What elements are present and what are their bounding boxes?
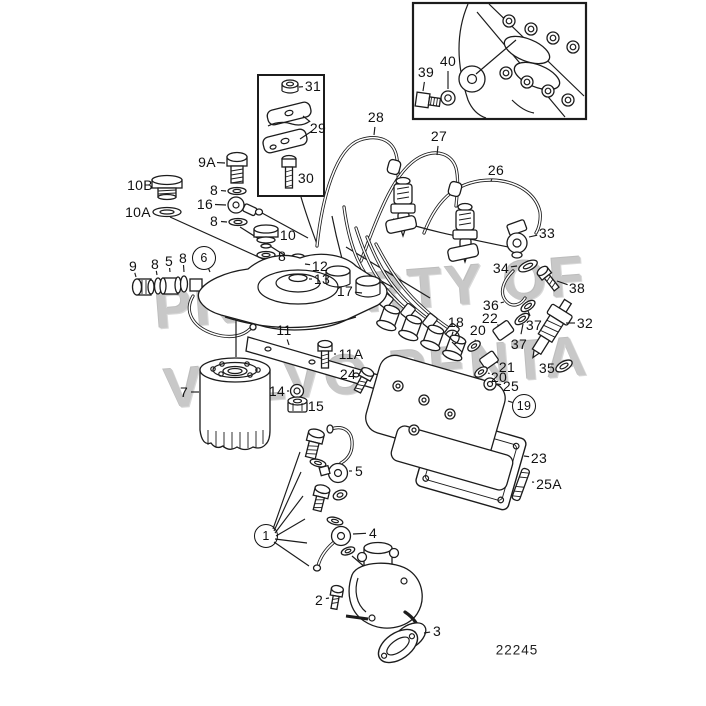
bolt-2 [329, 584, 345, 611]
leader-line-16 [214, 203, 227, 206]
bolt [312, 484, 331, 513]
washer-37 [520, 299, 536, 313]
inset-plug-39 [414, 91, 442, 109]
fitting-10 [253, 224, 279, 249]
leader-line-9 [134, 272, 137, 278]
pump-flange [390, 425, 514, 491]
gasket-3 [377, 628, 419, 664]
plug-10B [151, 174, 183, 201]
leader-line-21 [495, 361, 499, 364]
inset-washer-40 [440, 90, 456, 106]
clip-18 [445, 329, 463, 353]
leader-line-37 [527, 310, 531, 317]
fuel-feed-pump [348, 541, 427, 652]
banjo-bolt-38 [536, 265, 560, 292]
leader-line-27 [436, 145, 439, 156]
callout-1-leaders [272, 451, 310, 567]
washer [309, 458, 327, 468]
delivery-valve [398, 314, 423, 342]
washer-14 [289, 383, 305, 399]
union-22 [492, 320, 515, 341]
banjo-5 [318, 462, 349, 484]
callout-leader-lines [134, 71, 575, 634]
washer [332, 489, 348, 501]
washer-8 [228, 217, 248, 227]
feed-pump-assembly [272, 424, 427, 664]
leader-line-8 [220, 220, 228, 223]
clamp-lower-half-29 [262, 128, 308, 154]
fuel-filter-head [131, 253, 388, 357]
leader-line-8 [155, 270, 158, 276]
plug-9 [131, 278, 155, 296]
washer [326, 516, 344, 526]
leader-line-18 [451, 331, 454, 336]
stud-25A [511, 467, 531, 502]
injection-pump [365, 304, 531, 511]
clamp-nut-31 [281, 79, 299, 94]
washer-34 [518, 259, 538, 273]
leader-line-19 [507, 400, 513, 403]
drawing-number: 22245 [495, 642, 539, 658]
injector-32 [531, 298, 573, 359]
bolt-11A [317, 339, 333, 369]
fuel-delivery-pipes [300, 136, 542, 263]
leader-line-2 [325, 597, 330, 600]
leader-line-26 [490, 178, 493, 182]
leader-line-17 [354, 291, 363, 294]
washer-35 [555, 359, 573, 373]
leader-line-4 [352, 532, 367, 535]
washer-37 [514, 312, 530, 326]
pipe-clamp-detail-box [257, 74, 325, 197]
delivery-valve [442, 334, 467, 362]
washer-10A [152, 206, 182, 218]
washer-8 [227, 186, 247, 196]
banjo-union-16 [227, 196, 264, 217]
head-port-boss [355, 275, 381, 298]
leader-line-23 [523, 455, 530, 458]
spacer-5 [159, 276, 182, 295]
nut-25 [483, 377, 497, 391]
clamp-bolt-30 [281, 154, 297, 189]
leader-line-11 [286, 339, 290, 346]
leader-line-6 [208, 268, 211, 273]
head-inlet-stub [189, 278, 203, 292]
injector-return-cluster [467, 219, 573, 391]
leader-line-29 [302, 115, 311, 123]
delivery-valve [376, 304, 401, 332]
leader-line-8 [182, 264, 185, 273]
leader-line-12 [304, 263, 311, 266]
fuel-filter [199, 357, 271, 451]
leader-line-3 [423, 631, 431, 634]
leader-line-39 [422, 81, 425, 92]
leader-line-22 [497, 324, 500, 327]
banjo-bolt [304, 428, 325, 460]
head-port-boss [325, 265, 351, 288]
banjo-bolt-9A [226, 151, 248, 184]
washer-20 [474, 366, 488, 378]
bolt-24 [353, 366, 375, 394]
washer-8 [179, 275, 189, 293]
leader-line-20 [487, 372, 490, 375]
banjo-4 [312, 525, 352, 572]
delivery-valve [420, 324, 445, 352]
leader-line-36 [500, 301, 505, 304]
union-21 [479, 350, 499, 370]
leader-line-25 [496, 383, 502, 386]
leader-line-28 [373, 126, 376, 136]
filter-canister [199, 369, 271, 451]
inset-engine-view [411, 1, 588, 121]
leader-line-37 [520, 323, 524, 335]
leader-line-33 [528, 234, 538, 238]
clamp-upper-half-29 [266, 101, 312, 126]
leader-line-38 [556, 280, 568, 286]
washer-20 [467, 340, 481, 352]
washer [340, 546, 356, 556]
leader-line-34 [510, 265, 518, 268]
nut-15 [287, 396, 308, 413]
